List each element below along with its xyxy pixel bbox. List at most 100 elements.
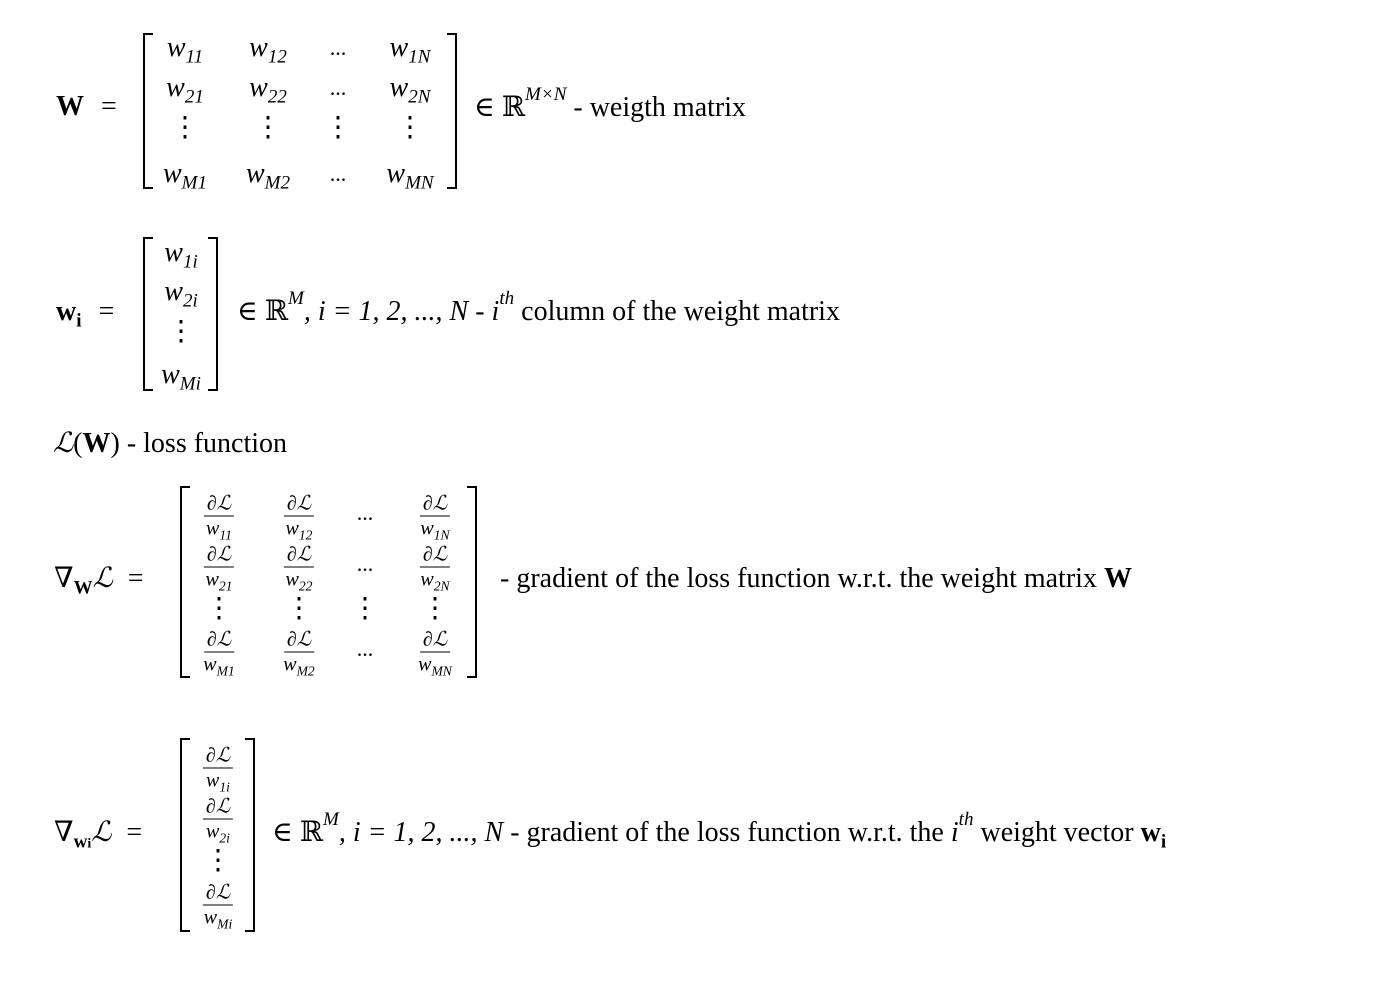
right-bracket	[467, 486, 477, 678]
dimension-superscript: M×N	[525, 83, 567, 105]
matrix-symbol: W	[56, 91, 84, 122]
matrix-entry: w2N	[389, 72, 431, 108]
numerator: ∂ℒ	[203, 494, 235, 517]
th-superscript: th	[958, 808, 974, 830]
eq2-description: ∈ ℝM, i = 1, 2, ..., N - ith column of t…	[237, 289, 840, 327]
numerator: ∂ℒ	[419, 545, 451, 568]
description-text: weight vector	[973, 817, 1141, 848]
numerator: ∂ℒ	[283, 494, 315, 517]
nabla-subscript: W	[73, 577, 93, 599]
matrix-entry: w2i	[164, 276, 198, 312]
right-bracket	[208, 237, 218, 391]
matrix-entry: wMN	[386, 158, 434, 194]
paren: )	[110, 428, 120, 459]
vector-subscript: i	[1160, 831, 1167, 853]
denominator: w11	[206, 517, 232, 543]
vertical-dots: ⋮	[254, 112, 282, 143]
description-text: column of the weight matrix	[514, 296, 840, 327]
vertical-dots: ⋮	[205, 593, 233, 624]
matrix-entry: w1i	[164, 237, 198, 273]
nabla-icon: ∇	[54, 563, 74, 594]
numerator: ∂ℒ	[202, 883, 234, 906]
eq4-description: - gradient of the loss function w.r.t. t…	[500, 565, 1132, 593]
vertical-dots: ⋮	[171, 112, 199, 143]
equals-sign: =	[98, 296, 115, 327]
numerator: ∂ℒ	[419, 494, 451, 517]
left-bracket	[143, 33, 153, 189]
denominator: w21	[205, 568, 233, 594]
dash: -	[468, 296, 492, 327]
vector-symbol: w	[56, 296, 77, 327]
denominator: w2i	[206, 820, 230, 846]
numerator: ∂ℒ	[202, 797, 234, 820]
denominator: wM1	[203, 653, 235, 679]
i-symbol: i	[491, 296, 500, 327]
loss-symbol: ℒ	[91, 817, 112, 848]
horizontal-dots: ...	[329, 75, 347, 100]
denominator: w22	[285, 568, 313, 594]
equals-sign: =	[127, 563, 144, 594]
element-of-reals: ∈ ℝ	[272, 817, 323, 848]
horizontal-dots: ...	[356, 551, 374, 576]
description-text: - gradient of the loss function w.r.t. t…	[500, 563, 1104, 594]
index-range: , i = 1, 2, ..., N	[303, 296, 469, 327]
denominator: w1N	[420, 517, 450, 543]
matrix-entry: w22	[249, 72, 287, 108]
vector-symbol: w	[1140, 817, 1161, 848]
equals-sign: =	[101, 91, 117, 122]
eq4-lhs: ∇Wℒ =	[54, 563, 144, 598]
equals-sign: =	[126, 817, 143, 848]
horizontal-dots: ...	[356, 636, 374, 661]
vertical-dots: ⋮	[351, 593, 379, 624]
numerator: ∂ℒ	[203, 545, 235, 568]
denominator: wMi	[203, 906, 233, 932]
denominator: w1i	[206, 769, 230, 795]
dimension-superscript: M	[323, 808, 339, 830]
eq5-lhs: ∇wiℒ =	[54, 817, 143, 852]
nabla-subsubscript: i	[87, 836, 92, 852]
matrix-entry: w12	[249, 32, 287, 68]
i-symbol: i	[950, 817, 959, 848]
vertical-dots: ⋮	[167, 316, 195, 347]
left-bracket	[180, 738, 190, 932]
matrix-entry: w11	[166, 32, 204, 68]
vertical-dots: ⋮	[324, 112, 352, 143]
left-bracket	[180, 486, 190, 678]
vertical-dots: ⋮	[396, 112, 424, 143]
eq1-lhs: W =	[56, 93, 117, 121]
vertical-dots: ⋮	[204, 845, 232, 876]
loss-symbol: ℒ	[92, 563, 113, 594]
matrix-symbol: W	[82, 428, 111, 459]
left-bracket	[143, 237, 153, 391]
horizontal-dots: ...	[329, 35, 347, 60]
denominator: wMN	[418, 653, 452, 679]
numerator: ∂ℒ	[203, 630, 235, 653]
eq2-lhs: wi =	[56, 296, 115, 331]
right-bracket	[245, 738, 255, 932]
eq3-loss: ℒ(W) - loss function	[53, 430, 287, 458]
numerator: ∂ℒ	[202, 746, 234, 769]
numerator: ∂ℒ	[419, 630, 451, 653]
element-of-reals: ∈ ℝ	[237, 296, 288, 327]
matrix-entry: wM1	[162, 158, 208, 194]
horizontal-dots: ...	[329, 161, 347, 186]
eq5-description: ∈ ℝM, i = 1, 2, ..., N - gradient of the…	[272, 810, 1166, 852]
vertical-dots: ⋮	[421, 593, 449, 624]
description-text: - gradient of the loss function w.r.t. t…	[503, 817, 951, 848]
vertical-dots: ⋮	[285, 593, 313, 624]
description-text: - weigth matrix	[566, 92, 747, 123]
numerator: ∂ℒ	[283, 545, 315, 568]
matrix-entry: wM2	[245, 158, 291, 194]
horizontal-dots: ...	[356, 500, 374, 525]
